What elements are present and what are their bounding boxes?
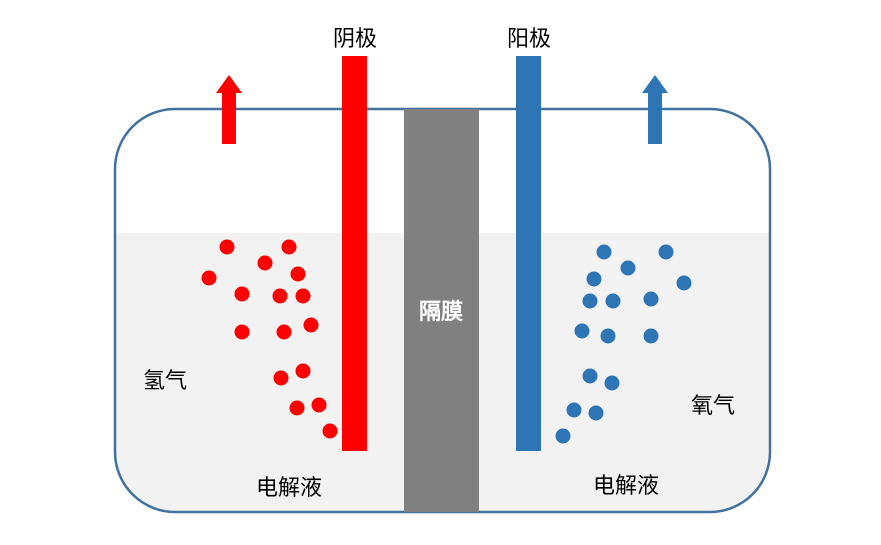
oxygen-bubble — [600, 328, 616, 344]
hydrogen-bubble — [273, 370, 289, 386]
oxygen-bubble — [582, 293, 598, 309]
hydrogen-bubbles — [201, 239, 338, 439]
hydrogen-bubble — [303, 317, 319, 333]
hydrogen-bubble — [322, 423, 338, 439]
membrane — [404, 109, 479, 512]
electrolyte-label-right: 电解液 — [593, 474, 659, 499]
oxygen-label: 氧气 — [691, 394, 735, 419]
hydrogen-bubble — [276, 324, 292, 340]
hydrogen-bubble — [289, 400, 305, 416]
hydrogen-bubble — [311, 397, 327, 413]
up-arrow-icon — [216, 75, 242, 144]
hydrogen-bubble — [281, 239, 297, 255]
anode-electrode — [516, 56, 541, 451]
anode-label: 阳极 — [507, 27, 551, 52]
cathode-electrode — [342, 56, 367, 451]
hydrogen-bubble — [295, 363, 311, 379]
oxygen-bubble — [620, 260, 636, 276]
cathode-label: 阴极 — [333, 27, 377, 52]
oxygen-bubble — [588, 405, 604, 421]
oxygen-bubble — [604, 375, 620, 391]
oxygen-bubble — [643, 291, 659, 307]
oxygen-bubble — [555, 428, 571, 444]
hydrogen-bubble — [234, 286, 250, 302]
oxygen-bubble — [574, 323, 590, 339]
oxygen-bubble — [582, 368, 598, 384]
hydrogen-label: 氢气 — [143, 369, 187, 394]
hydrogen-bubble — [201, 270, 217, 286]
oxygen-bubble — [596, 244, 612, 260]
electrolyte-label-left: 电解液 — [256, 476, 322, 501]
hydrogen-bubble — [257, 255, 273, 271]
membrane-label: 隔膜 — [419, 300, 463, 325]
hydrogen-bubble — [290, 266, 306, 282]
oxygen-bubble — [658, 244, 674, 260]
oxygen-bubble — [676, 275, 692, 291]
up-arrow-icon — [642, 75, 668, 144]
hydrogen-bubble — [219, 239, 235, 255]
oxygen-bubble — [586, 271, 602, 287]
hydrogen-bubble — [272, 288, 288, 304]
oxygen-bubble — [566, 402, 582, 418]
oxygen-bubble — [643, 328, 659, 344]
hydrogen-bubble — [295, 288, 311, 304]
oxygen-bubbles — [555, 244, 692, 444]
hydrogen-bubble — [234, 324, 250, 340]
oxygen-bubble — [605, 293, 621, 309]
